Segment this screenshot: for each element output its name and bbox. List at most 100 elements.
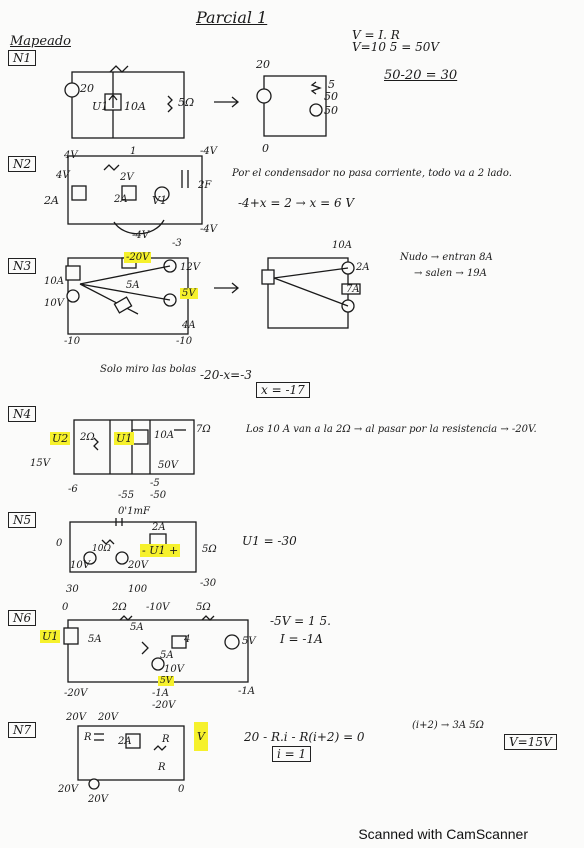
- n5-v10: 10V: [70, 560, 90, 571]
- n3-v10: 10V: [44, 298, 64, 309]
- n2-v4b: 4V: [56, 170, 70, 181]
- n7-note-result: V=15V: [504, 734, 557, 750]
- n4-u2-text: U2: [50, 432, 71, 445]
- n3-c4a: 4A: [182, 320, 196, 331]
- problem-label-n4: N4: [8, 406, 37, 422]
- n4-neg5: -5: [150, 478, 160, 489]
- n5-v20: 20V: [128, 560, 148, 571]
- problem-label-n2: N2: [8, 156, 37, 172]
- n6-c5b: 5A: [130, 622, 144, 633]
- n1-note-result: 50-20 = 30: [384, 68, 457, 83]
- circuit-n4: [73, 419, 195, 475]
- n6-c5c: 5A: [160, 650, 174, 661]
- n3-c3: -3: [172, 238, 182, 249]
- n7-note-i: i = 1: [272, 746, 312, 762]
- n1-res: 5Ω: [178, 96, 195, 109]
- n6-r2: 2Ω: [112, 602, 127, 613]
- circuit-n2: [67, 155, 203, 235]
- n4-v50: 50V: [158, 460, 178, 471]
- n3-note-result: x = -17: [256, 382, 310, 398]
- problem-label-n1: N1: [8, 50, 37, 66]
- n1-out20: 20: [256, 58, 270, 71]
- n6-note-eq: -5V = 1 5.: [270, 614, 331, 628]
- problem-label-n6: N6: [8, 610, 37, 626]
- n7-v20c: 20V: [58, 784, 78, 795]
- n2-v1: V1: [152, 194, 167, 207]
- n3-c5a: 5A: [126, 280, 140, 291]
- section-heading: Mapeado: [10, 34, 71, 49]
- arrow-icon: [214, 282, 240, 294]
- n1-result-text: 50-20 = 30: [384, 68, 458, 83]
- problem-label-n5: N5: [8, 512, 37, 528]
- n3-c10a: 10A: [44, 276, 64, 287]
- n6-i4: 4: [184, 634, 191, 645]
- n7-note-current: (i+2) → 3A 5Ω: [412, 720, 484, 731]
- n5-r10: 10Ω: [92, 544, 111, 554]
- n2-neg4a: -4V: [200, 146, 217, 157]
- n3-c10b: 10A: [332, 240, 352, 251]
- problem-label-n3: N3: [8, 258, 37, 274]
- n3-m20: -20V: [124, 252, 152, 263]
- n2-neg4b: -4V: [200, 224, 217, 235]
- n6-five: 5V: [158, 676, 175, 686]
- n3-note-eq: -20-x=-3: [200, 368, 252, 382]
- n7-v20d: 20V: [88, 794, 108, 805]
- n2-cur2b: 2A: [114, 194, 128, 205]
- n6-c5a: 5A: [88, 634, 102, 645]
- n5-cap: 0'1mF: [118, 506, 150, 517]
- n2-v2: 2V: [120, 172, 134, 183]
- n6-m1a: -1A: [152, 688, 169, 699]
- n5-note: U1 = -30: [242, 534, 297, 548]
- circuit-n1-simplified: [256, 75, 327, 137]
- n1-out50a: 50: [324, 90, 338, 103]
- n3-v5-text: 5V: [180, 288, 198, 299]
- n7-r2: R: [162, 734, 170, 745]
- n2-cap: 2F: [198, 180, 212, 191]
- n2-note-result: -4+x = 2 → x = 6 V: [238, 196, 355, 210]
- n7-v-text: V: [194, 722, 208, 751]
- page-title: Parcial 1: [196, 8, 268, 27]
- n4-v15: 15V: [30, 458, 50, 469]
- circuit-n3-simplified: [261, 257, 361, 329]
- n2-cur2a: 2A: [44, 194, 59, 207]
- n3-c2a: 2A: [356, 262, 370, 273]
- n6-v10: 10V: [164, 664, 184, 675]
- circuit-n7: [77, 725, 185, 790]
- n3-m10a: -10: [64, 336, 81, 347]
- n5-r5: 5Ω: [202, 544, 217, 555]
- n4-c10a: 10A: [154, 430, 174, 441]
- n6-m1b: -1A: [238, 686, 255, 697]
- n2-v4a: 4V: [64, 150, 78, 161]
- circuit-n1: [64, 65, 185, 139]
- problem-label-n7: N7: [8, 722, 37, 738]
- n4-m6: -6: [68, 484, 78, 495]
- n7-v20a: 20V: [66, 712, 86, 723]
- n7-v: V: [194, 722, 208, 751]
- n3-note-nudo: Nudo → entran 8A: [400, 252, 493, 263]
- n1-out50b: 50: [324, 104, 338, 117]
- n5-v0: 0: [56, 538, 63, 549]
- n3-note-bolas: Solo miro las bolas: [100, 364, 197, 375]
- n3-m10b: -10: [176, 336, 193, 347]
- n6-m20b: -20V: [152, 700, 176, 711]
- n1-u1: U1: [92, 100, 109, 113]
- n6-v0: 0: [62, 602, 69, 613]
- n7-note-eq: 20 - R.i - R(i+2) = 0: [244, 730, 365, 744]
- n6-v5: 5V: [242, 636, 256, 647]
- n5-u1-text: - U1 +: [140, 544, 181, 557]
- n4-u1: U1: [114, 432, 135, 445]
- arrow-icon: [214, 96, 240, 108]
- n7-c2a: 2A: [118, 736, 132, 747]
- n5-u1: - U1 +: [140, 544, 181, 557]
- n2-neg4c: -4V: [132, 230, 149, 241]
- n4-u2: U2: [50, 432, 71, 445]
- n6-m20a: -20V: [64, 688, 88, 699]
- n1-v20: 20: [80, 82, 94, 95]
- n4-u1-text: U1: [114, 432, 135, 445]
- n6-u1: U1: [40, 630, 61, 643]
- n4-neg50: -50: [150, 490, 167, 501]
- n6-note-result: I = -1A: [280, 632, 323, 646]
- n4-r22: 2Ω: [80, 432, 95, 443]
- circuit-n5: [69, 518, 197, 573]
